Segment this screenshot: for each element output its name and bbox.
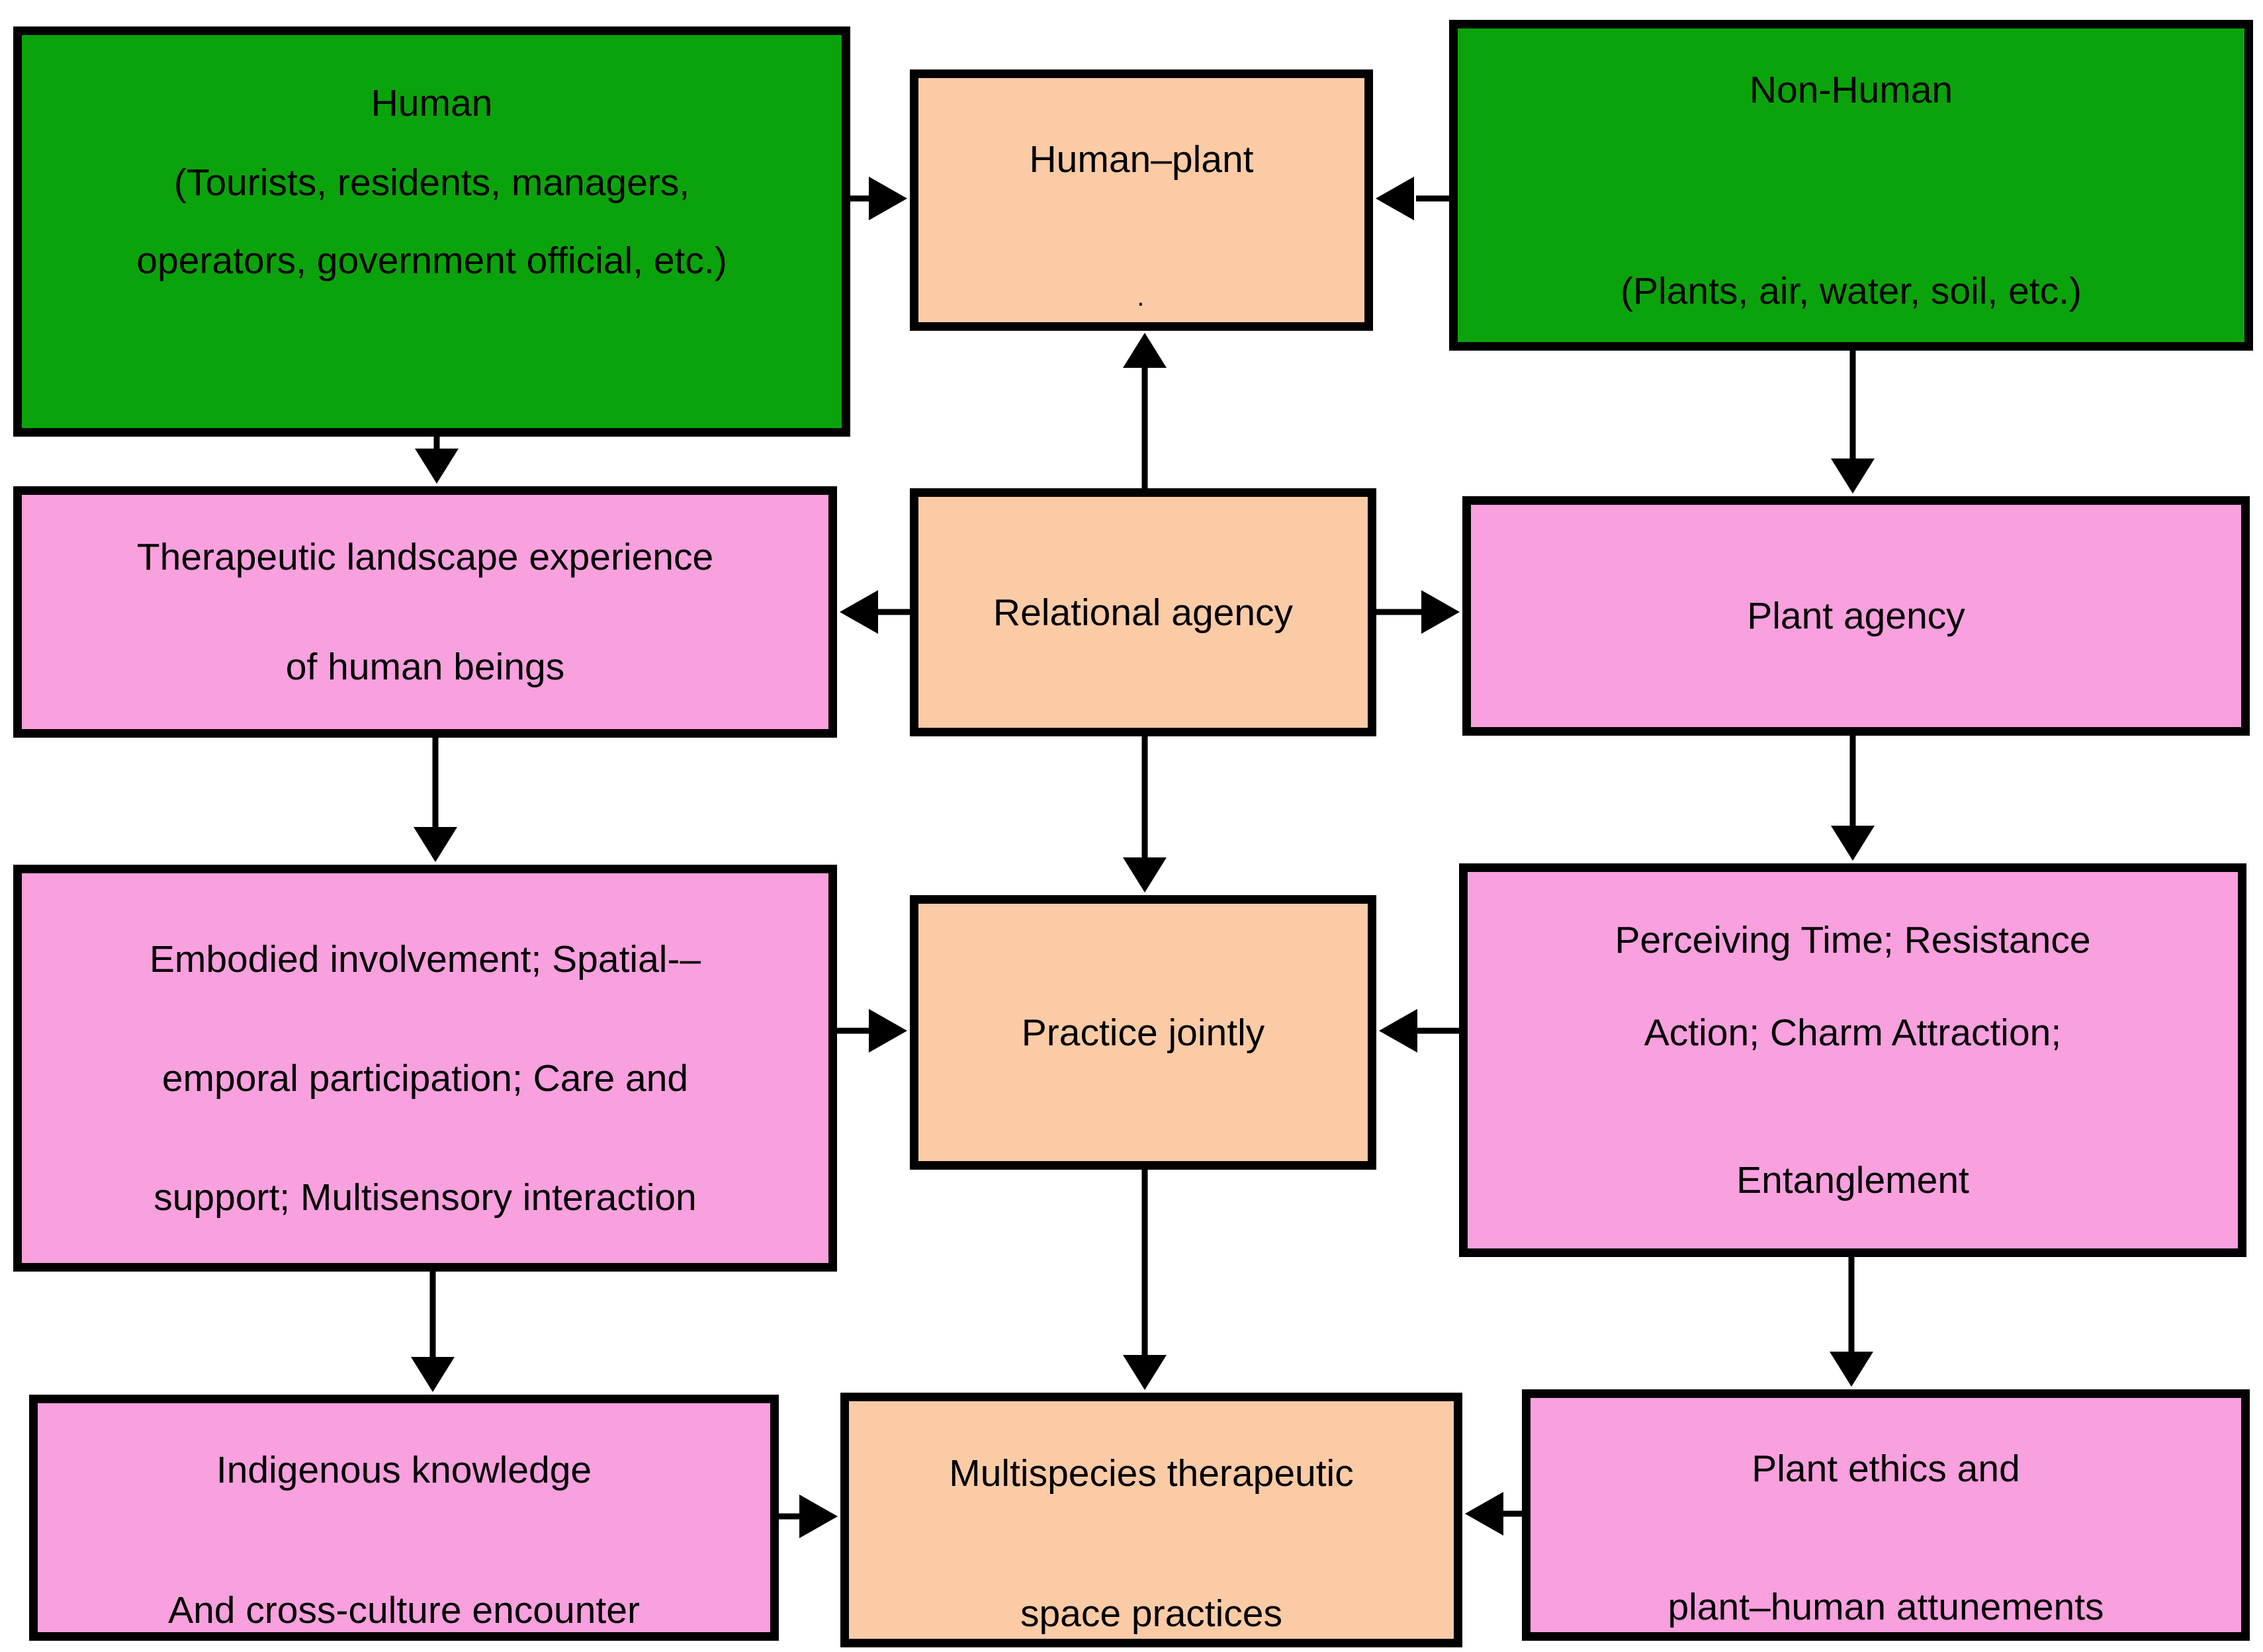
plant-agency-title: Plant agency: [1747, 595, 1965, 637]
therapeutic-landscape-line2: of human beings: [285, 646, 565, 688]
plant-ethics-line1: Plant ethics and: [1752, 1448, 2020, 1490]
human-plant-box-title: Human–plant: [1029, 138, 1254, 181]
perceiving-time-box: Perceiving Time; Resistance Action; Char…: [1459, 863, 2246, 1257]
non-human-box: Non-Human (Plants, air, water, soil, etc…: [1449, 20, 2253, 351]
non-human-box-subtitle: (Plants, air, water, soil, etc.): [1620, 270, 2082, 312]
indigenous-knowledge-line2: And cross-culture encounter: [168, 1589, 640, 1631]
perceiving-time-line3: Entanglement: [1736, 1159, 1969, 1201]
arrow-human-to-humanplant: [850, 177, 907, 220]
human-plant-box: Human–plant .: [910, 69, 1373, 331]
arrow-plantagency-down: [1831, 734, 1875, 861]
arrow-embodied-down: [411, 1270, 455, 1392]
human-box-subtitle-line1: (Tourists, residents, managers,: [173, 161, 690, 204]
human-box-title: Human: [371, 82, 493, 124]
arrow-perceiving-to-practice: [1379, 1009, 1459, 1053]
multispecies-therapeutic-line1: Multispecies therapeutic: [949, 1452, 1354, 1495]
arrow-relational-up: [1123, 333, 1167, 490]
practice-jointly-title: Practice jointly: [1021, 1011, 1265, 1054]
indigenous-knowledge-line1: Indigenous knowledge: [216, 1449, 592, 1491]
arrow-practice-down: [1123, 1168, 1167, 1390]
embodied-involvement-box: Embodied involvement; Spatial-– emporal …: [13, 865, 837, 1272]
arrow-therapeutic-down: [414, 736, 457, 862]
arrow-relational-to-plantagency: [1375, 590, 1460, 634]
arrow-relational-to-therapeutic: [840, 590, 911, 634]
arrow-nonhuman-down: [1831, 349, 1875, 494]
multispecies-therapeutic-box: Multispecies therapeutic space practices: [840, 1393, 1462, 1647]
embodied-involvement-line3: support; Multisensory interaction: [154, 1176, 697, 1219]
arrow-indigenous-to-multispecies: [779, 1495, 838, 1538]
human-box-subtitle-line2: operators, government official, etc.): [136, 239, 727, 282]
embodied-involvement-line1: Embodied involvement; Spatial-–: [149, 937, 701, 980]
human-plant-box-stray-period: .: [1137, 283, 1145, 312]
plant-ethics-box: Plant ethics and plant–human attunements: [1522, 1389, 2250, 1641]
non-human-box-title: Non-Human: [1749, 69, 1953, 111]
arrow-embodied-to-practice: [837, 1009, 907, 1053]
arrow-perceiving-down: [1830, 1256, 1873, 1387]
perceiving-time-line1: Perceiving Time; Resistance: [1615, 919, 2091, 961]
therapeutic-landscape-line1: Therapeutic landscape experience: [136, 536, 714, 578]
relational-agency-box: Relational agency: [910, 488, 1376, 736]
indigenous-knowledge-box: Indigenous knowledge And cross-culture e…: [29, 1395, 779, 1641]
perceiving-time-line2: Action; Charm Attraction;: [1644, 1012, 2062, 1054]
practice-jointly-box: Practice jointly: [910, 895, 1376, 1170]
arrow-plantethics-to-multispecies: [1465, 1492, 1522, 1536]
arrow-nonhuman-to-humanplant: [1376, 177, 1449, 220]
plant-ethics-line2: plant–human attunements: [1667, 1586, 2104, 1628]
human-box: Human (Tourists, residents, managers, op…: [13, 26, 850, 437]
therapeutic-landscape-box: Therapeutic landscape experience of huma…: [13, 486, 837, 738]
relational-agency-title: Relational agency: [993, 591, 1294, 634]
arrow-relational-down: [1123, 735, 1167, 892]
embodied-involvement-line2: emporal participation; Care and: [161, 1057, 689, 1100]
multispecies-therapeutic-line2: space practices: [1020, 1592, 1283, 1635]
arrow-human-down: [415, 435, 459, 484]
plant-agency-box: Plant agency: [1462, 496, 2250, 736]
